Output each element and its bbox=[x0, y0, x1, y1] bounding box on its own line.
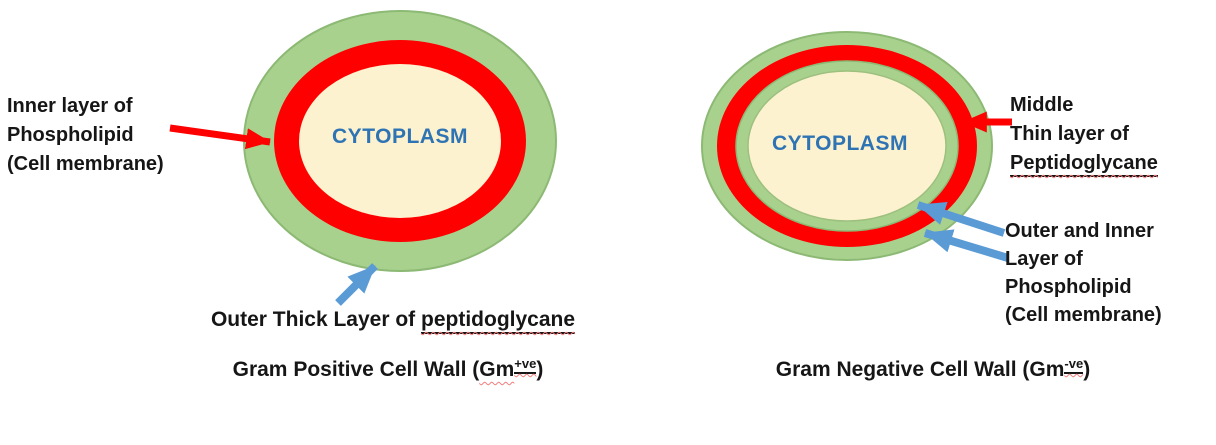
gn-cytoplasm-region bbox=[747, 70, 947, 222]
gp-caption-text: Gram Positive Cell Wall ( bbox=[232, 358, 480, 381]
gp-cytoplasm-region bbox=[299, 64, 501, 218]
gp-membrane-arrow-red bbox=[169, 124, 271, 150]
gn-membrane-label: Outer and Inner Layer of Phospholipid (C… bbox=[1005, 217, 1216, 329]
gn-caption-text: Gram Negative Cell Wall ( bbox=[775, 358, 1030, 381]
gn-wall-label-line2: Thin layer of bbox=[1010, 123, 1129, 145]
gn-caption: Gram Negative Cell Wall (Gm-ve) bbox=[748, 356, 1118, 382]
gp-membrane-label-line3: (Cell membrane) bbox=[7, 153, 164, 175]
gp-membrane-label-line2: Phospholipid bbox=[7, 124, 134, 146]
gp-caption-superscript: +ve bbox=[514, 356, 537, 374]
gp-membrane-label: Inner layer of Phospholipid (Cell membra… bbox=[7, 92, 237, 179]
gn-membrane-label-line4: (Cell membrane) bbox=[1005, 304, 1162, 326]
gn-inner-membrane-arrow-blue bbox=[916, 201, 1006, 237]
gn-caption-abbr: Gm bbox=[1029, 358, 1065, 381]
gn-caption-suffix: ) bbox=[1083, 358, 1091, 381]
gp-caption-suffix: ) bbox=[536, 358, 544, 381]
gn-membrane-label-line1: Outer and Inner bbox=[1005, 220, 1154, 242]
gp-cytoplasm-label: CYTOPLASM bbox=[332, 125, 468, 148]
gp-membrane-label-line1: Inner layer of bbox=[7, 95, 133, 117]
gp-caption: Gram Positive Cell Wall (Gm+ve) bbox=[203, 356, 573, 382]
gp-wall-label-underlined-word: peptidoglycane bbox=[421, 308, 576, 334]
gp-caption-abbr: Gm bbox=[479, 358, 515, 381]
gn-outer-membrane-arrow-blue bbox=[923, 229, 1010, 262]
gp-wall-arrow-blue bbox=[335, 263, 378, 306]
gp-wall-label-text: Outer Thick Layer of bbox=[210, 308, 422, 331]
gn-wall-label-word-text: Peptidoglycane bbox=[1010, 152, 1158, 177]
gram-positive-cell bbox=[243, 10, 557, 272]
gn-caption-superscript: -ve bbox=[1064, 356, 1084, 374]
gn-cytoplasm-label: CYTOPLASM bbox=[772, 132, 908, 155]
gn-wall-label: Middle Thin layer of Peptidoglycane bbox=[1010, 91, 1216, 178]
gn-membrane-label-line3: Phospholipid bbox=[1005, 276, 1132, 298]
gn-wall-label-line1: Middle bbox=[1010, 94, 1074, 116]
gp-wall-label: Outer Thick Layer of peptidoglycane bbox=[188, 305, 598, 334]
gn-membrane-label-line2: Layer of bbox=[1005, 248, 1083, 270]
gn-wall-label-underlined-word: Peptidoglycane bbox=[1010, 149, 1216, 178]
